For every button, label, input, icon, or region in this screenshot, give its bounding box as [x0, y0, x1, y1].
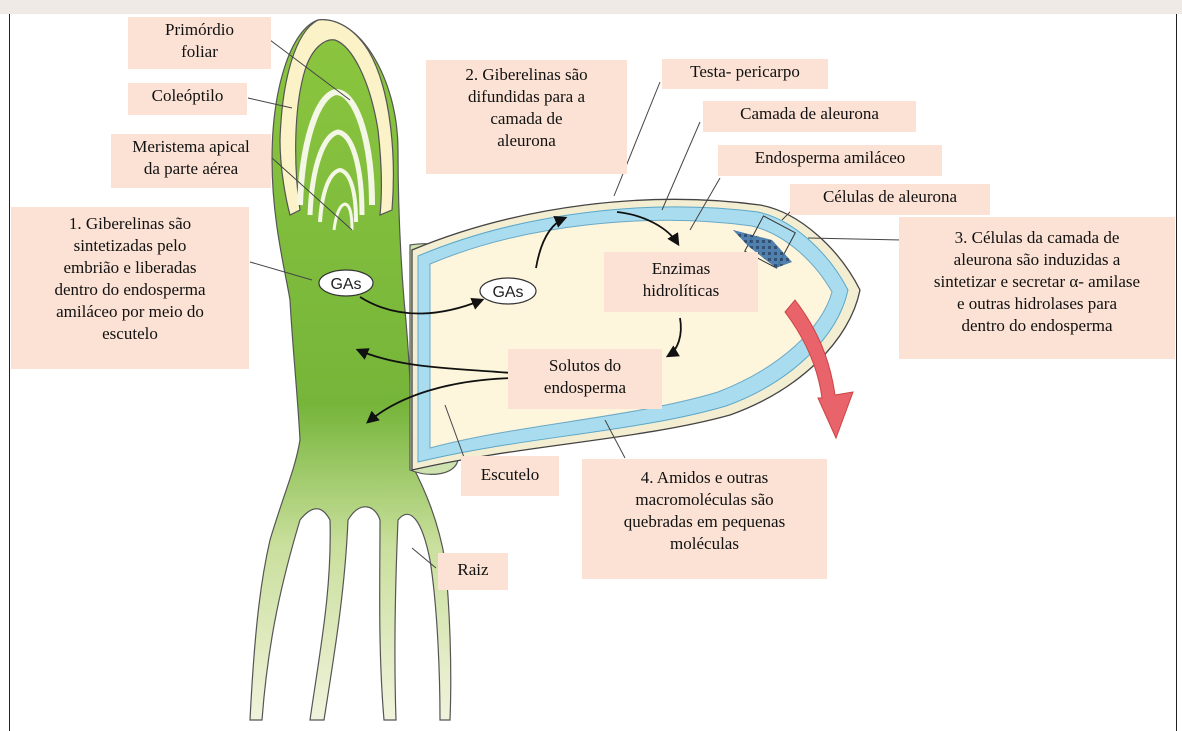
gas-label-embryo: GAs [330, 276, 361, 293]
label-testa-pericarpo: Testa- pericarpo [662, 59, 828, 89]
label-camada-aleurona: Camada de aleurona [703, 101, 916, 132]
label-step-2: 2. Giberelinas são difundidas para a cam… [426, 60, 627, 174]
label-celulas-aleurona: Células de aleurona [790, 184, 990, 215]
gas-label-endosperm: GAs [492, 284, 523, 301]
label-step-1: 1. Giberelinas são sintetizadas pelo emb… [11, 207, 249, 369]
label-enzimas-hidroliticas: Enzimas hidrolíticas [604, 252, 758, 312]
label-coleoptilo: Coleóptilo [128, 83, 247, 115]
label-step-4: 4. Amidos e outras macromoléculas são qu… [582, 459, 827, 579]
label-step-3: 3. Células da camada de aleurona são ind… [899, 217, 1175, 359]
label-escutelo: Escutelo [461, 456, 559, 496]
label-meristema: Meristema apical da parte aérea [111, 134, 271, 188]
label-raiz: Raiz [438, 553, 508, 590]
label-primordio-foliar: Primórdio foliar [128, 17, 271, 69]
label-endosperma-amilaceo: Endosperma amiláceo [718, 145, 942, 176]
label-solutos-endosperma: Solutos do endosperma [508, 349, 662, 409]
seed [412, 199, 860, 470]
